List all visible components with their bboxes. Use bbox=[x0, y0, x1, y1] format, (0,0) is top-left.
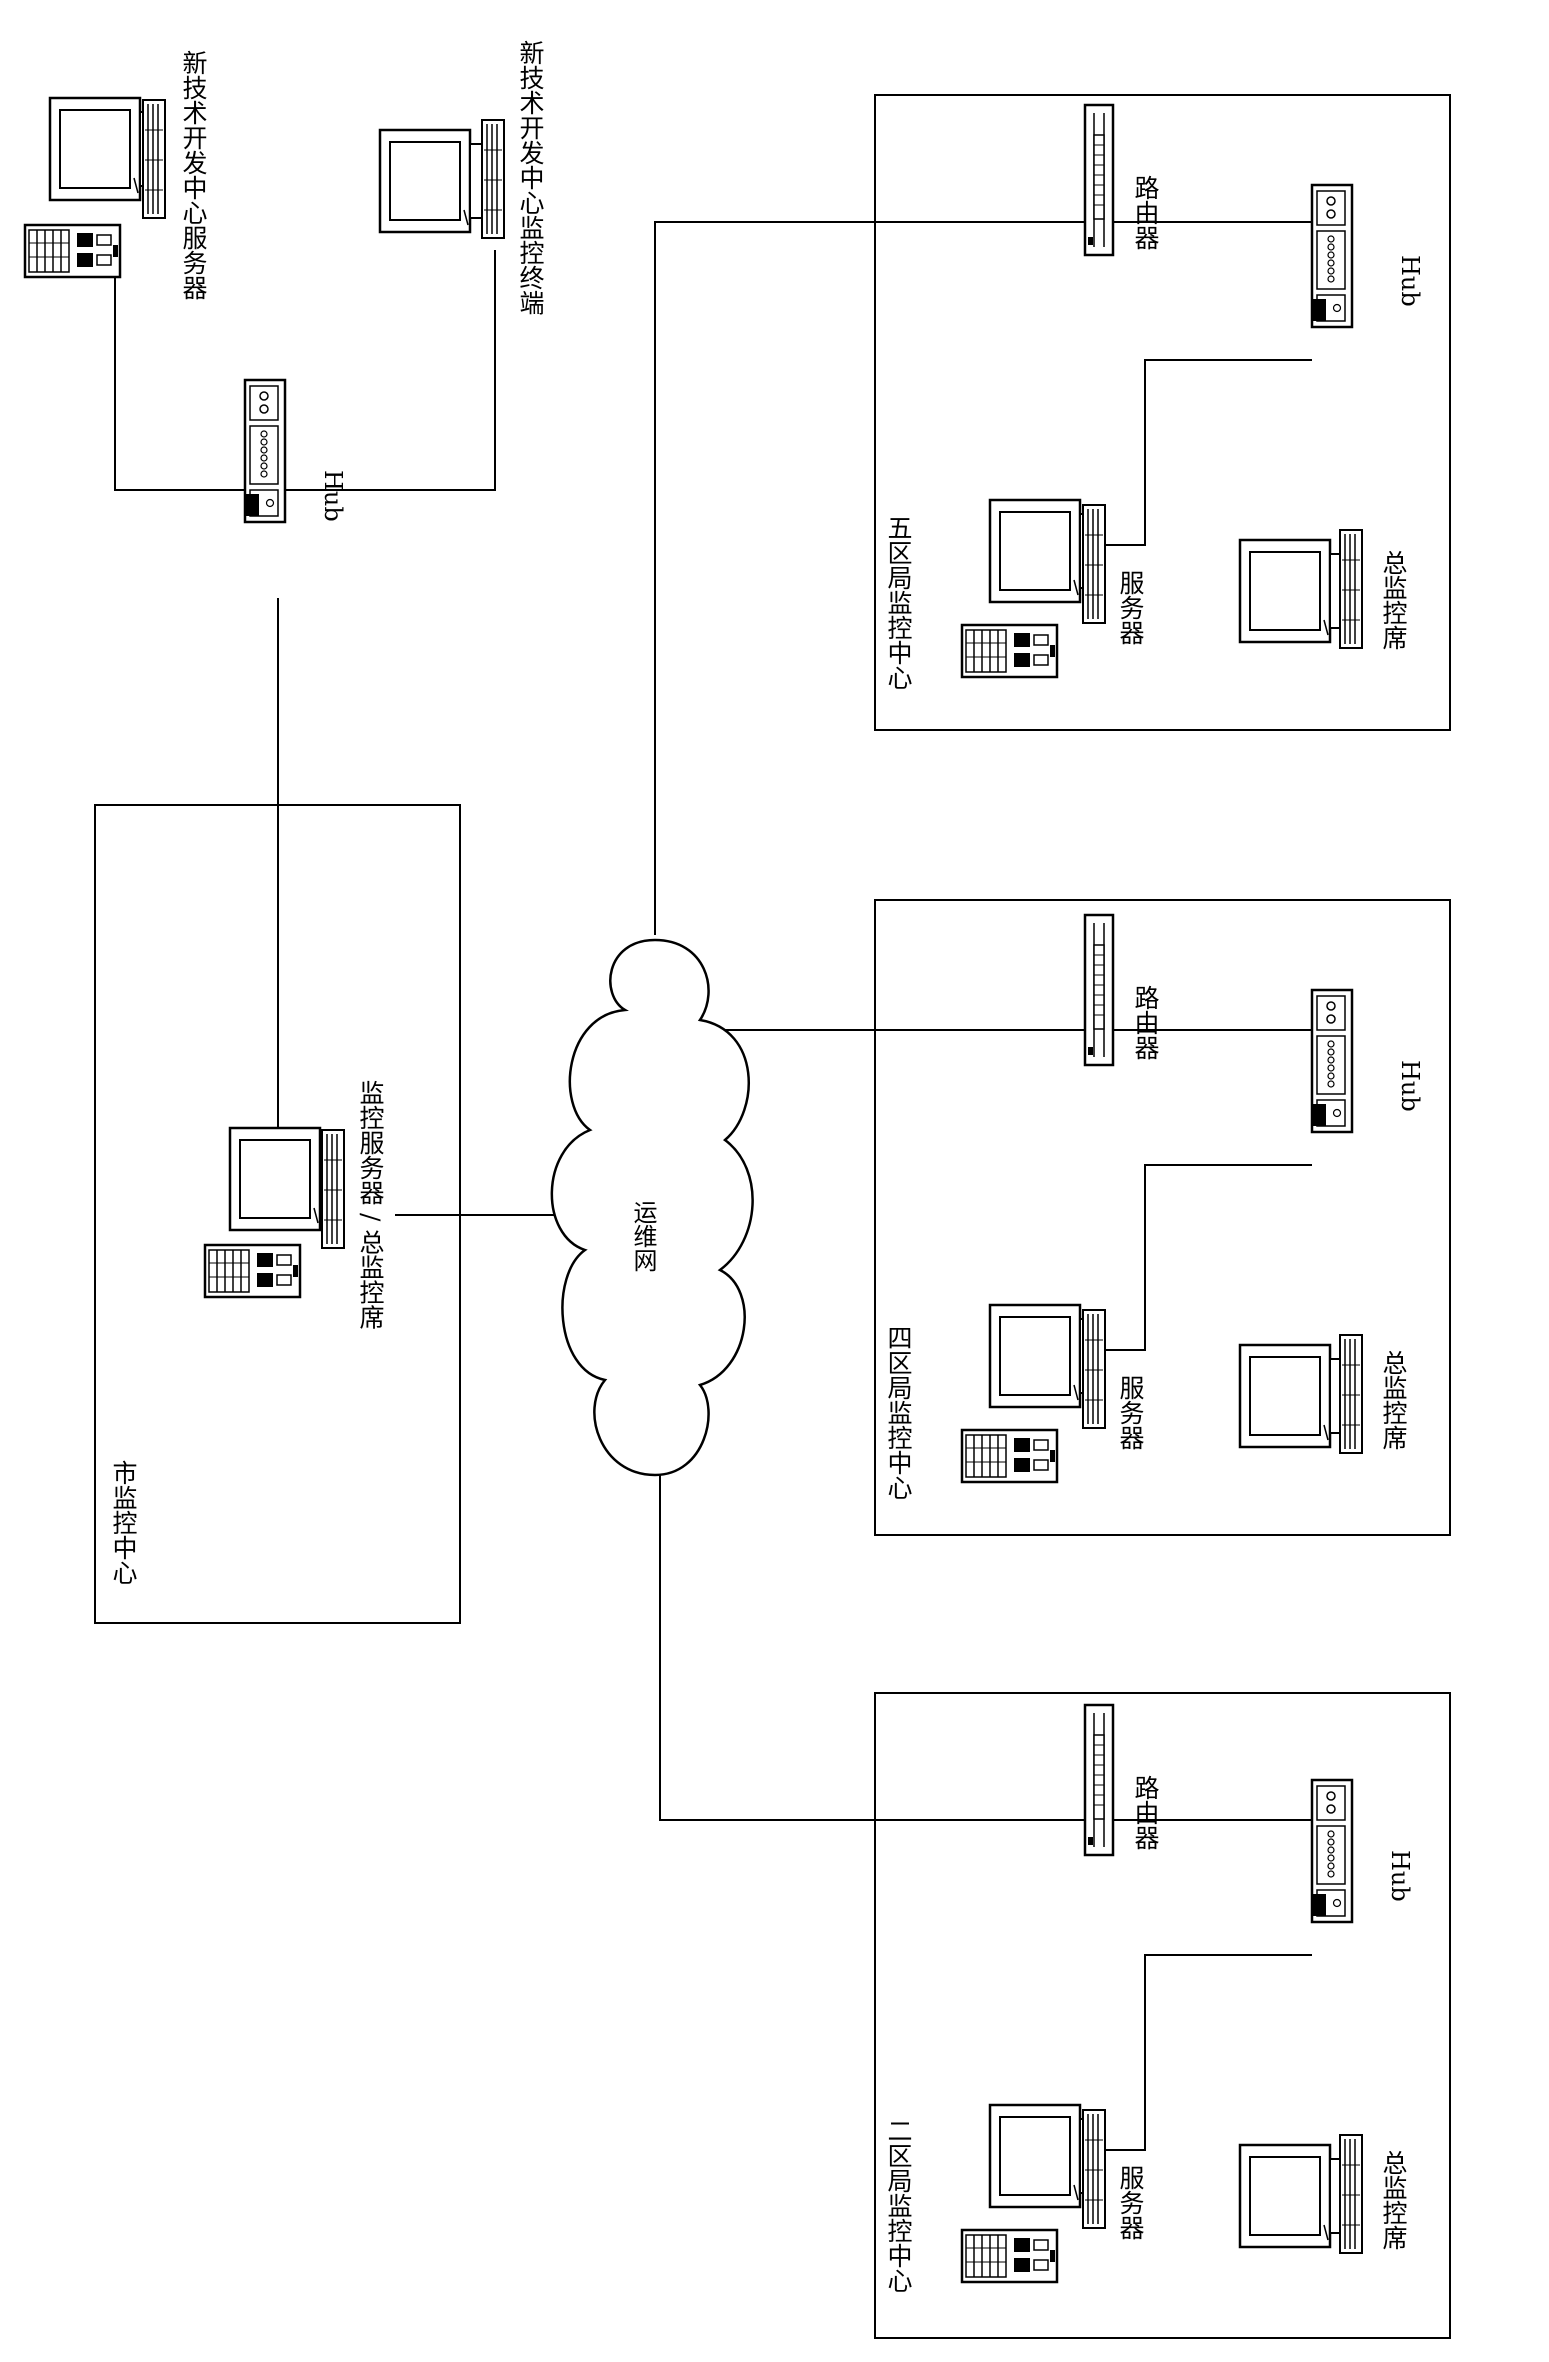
newtech-server-keyboard bbox=[142, 99, 166, 219]
newtech-terminal-monitor bbox=[378, 128, 494, 234]
link-newtech-server-hub bbox=[114, 225, 245, 491]
district4-hub bbox=[1310, 988, 1354, 1134]
link-d4-hub-server bbox=[1105, 1164, 1312, 1351]
district4-router bbox=[1083, 913, 1115, 1067]
district5-console-monitor bbox=[1238, 538, 1354, 644]
district4-hub-label: Hub bbox=[1396, 1060, 1424, 1112]
link-newtech-terminal-hub bbox=[285, 250, 496, 491]
district2-router-label: 路由器 bbox=[1131, 1775, 1160, 1850]
district5-router bbox=[1083, 103, 1115, 257]
city-center-title: 市监控中心 bbox=[109, 1460, 138, 1585]
district4-console-monitor bbox=[1238, 1343, 1354, 1449]
ops-network-cloud bbox=[550, 938, 754, 1477]
district2-title: 二区局监控中心 bbox=[884, 2118, 913, 2293]
city-server-label: 监控服务器 / 总监控席 bbox=[356, 1080, 385, 1330]
district5-router-label: 路由器 bbox=[1131, 175, 1160, 250]
district2-console-label: 总监控席 bbox=[1379, 2150, 1408, 2250]
district2-hub-label: Hub bbox=[1386, 1850, 1414, 1902]
district4-title: 四区局监控中心 bbox=[884, 1325, 913, 1500]
district5-console-label: 总监控席 bbox=[1379, 550, 1408, 650]
district2-server-label: 服务器 bbox=[1116, 2165, 1145, 2240]
connection-lines bbox=[114, 221, 1312, 2151]
district4-console-keyboard bbox=[1339, 1334, 1363, 1454]
newtech-hub bbox=[243, 378, 287, 524]
district2-hub bbox=[1310, 1778, 1354, 1924]
link-cloud-district2 bbox=[659, 1475, 1085, 1821]
district5-server-label: 服务器 bbox=[1116, 570, 1145, 645]
district2-console-keyboard bbox=[1339, 2134, 1363, 2254]
district2-server-keyboard bbox=[1082, 2109, 1106, 2229]
city-server-keyboard bbox=[321, 1129, 345, 1249]
district4-server-tower bbox=[960, 1428, 1059, 1484]
district4-box bbox=[874, 899, 1451, 1536]
link-d2-hub-server bbox=[1105, 1954, 1312, 2151]
newtech-terminal-label: 新技术开发中心监控终端 bbox=[516, 40, 545, 315]
newtech-terminal-keyboard bbox=[481, 119, 505, 239]
district4-console-label: 总监控席 bbox=[1379, 1350, 1408, 1450]
district2-console-monitor bbox=[1238, 2143, 1354, 2249]
district5-hub bbox=[1310, 183, 1354, 329]
district4-server-keyboard bbox=[1082, 1309, 1106, 1429]
link-d5-hub-server bbox=[1105, 359, 1312, 546]
city-server-tower bbox=[203, 1243, 302, 1299]
newtech-server-label: 新技术开发中心服务器 bbox=[179, 50, 208, 300]
district2-box bbox=[874, 1692, 1451, 2339]
district5-server-tower bbox=[960, 623, 1059, 679]
district2-router bbox=[1083, 1703, 1115, 1857]
city-center-box bbox=[94, 804, 461, 1624]
link-cloud-district5 bbox=[654, 221, 1085, 935]
district4-router-label: 路由器 bbox=[1131, 985, 1160, 1060]
district2-server-tower bbox=[960, 2228, 1059, 2284]
ops-network-label: 运维网 bbox=[629, 1200, 657, 1272]
district5-hub-label: Hub bbox=[1396, 255, 1424, 307]
district5-title: 五区局监控中心 bbox=[884, 515, 913, 690]
district5-console-keyboard bbox=[1339, 529, 1363, 649]
newtech-hub-label: Hub bbox=[319, 470, 347, 522]
newtech-server-tower bbox=[23, 223, 122, 279]
district4-server-label: 服务器 bbox=[1116, 1375, 1145, 1450]
district5-server-keyboard bbox=[1082, 504, 1106, 624]
district5-box bbox=[874, 94, 1451, 731]
